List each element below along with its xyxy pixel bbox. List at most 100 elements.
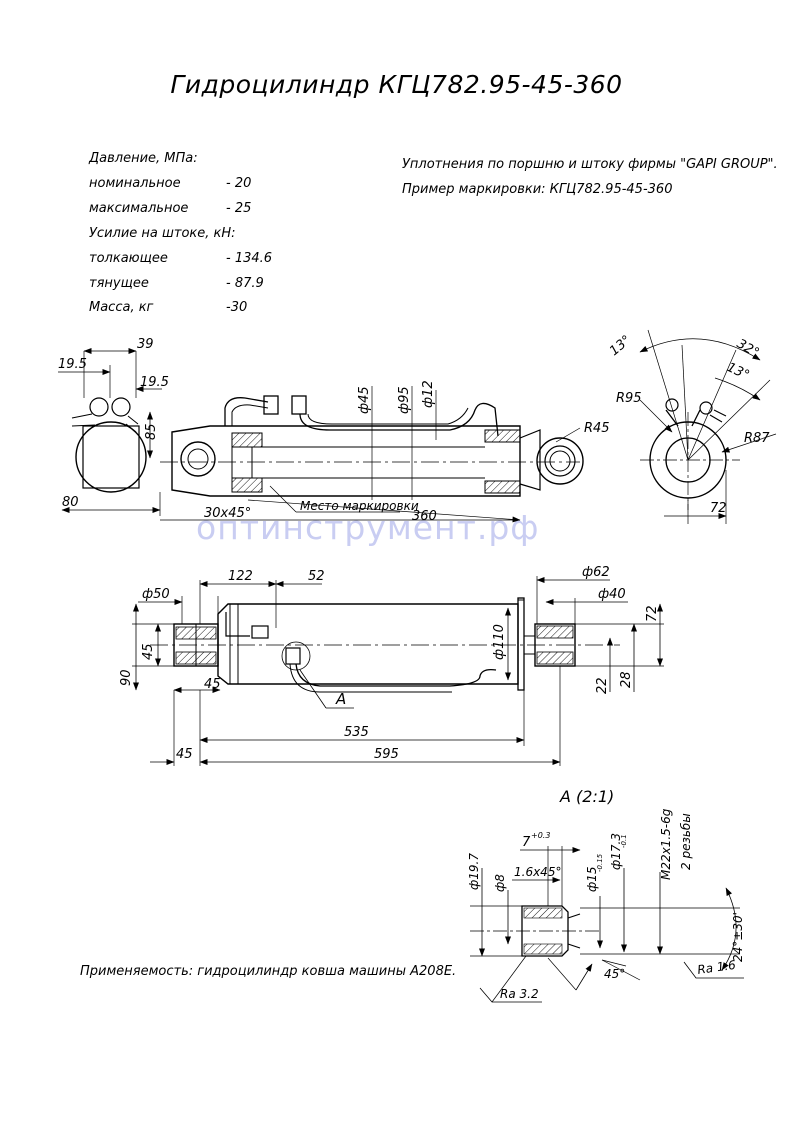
dim-80: 80 xyxy=(62,495,79,510)
push-label: толкающее xyxy=(89,251,168,266)
dim-7: 7 xyxy=(522,835,531,850)
dim-d15: ф15 xyxy=(585,866,599,892)
callout-a: А xyxy=(335,690,346,708)
dim-28: 28 xyxy=(619,671,634,688)
dim-d45: ф45 xyxy=(357,386,372,414)
dim-19-5-a: 19.5 xyxy=(58,357,87,372)
nominal-label: номинальное xyxy=(89,176,181,191)
dim-85: 85 xyxy=(144,423,159,440)
roughness-3-2: Ra 3.2 xyxy=(500,987,539,1001)
threads-note: 2 резьбы xyxy=(679,813,693,870)
rear-eye-circle xyxy=(180,441,216,477)
marking-place-label: Место маркировки xyxy=(300,499,419,513)
end-view-fittings xyxy=(665,409,701,427)
rod-eye-inner xyxy=(544,445,576,477)
left-end-block xyxy=(82,425,140,489)
tube-main xyxy=(299,402,499,437)
max-label: максимальное xyxy=(89,201,189,216)
mass-label: Масса, кг xyxy=(89,300,154,315)
dim-45-horizontal: 45 xyxy=(204,677,221,692)
dim-45-bottom: 45 xyxy=(176,747,193,762)
dim-d95: ф95 xyxy=(397,386,412,414)
tube-left-inner xyxy=(231,404,269,426)
angle-45: 45° xyxy=(604,967,625,981)
dim-d110: ф110 xyxy=(492,624,507,660)
ra16-symbol xyxy=(683,961,744,979)
tube-left xyxy=(224,397,269,426)
tube-main-inner xyxy=(307,407,469,425)
end-fitting-b xyxy=(699,401,713,415)
angle-13-a: 13° xyxy=(607,333,634,359)
dim-595: 595 xyxy=(374,747,399,762)
mass-value: -30 xyxy=(226,300,248,315)
dim-45-vertical: 45 xyxy=(141,643,156,660)
watermark-text: оптинструмент.рф xyxy=(196,508,540,547)
angle-13-b: 13° xyxy=(724,360,751,383)
dim-7-tolerance: +0.3 xyxy=(531,831,550,840)
drawing-title: Гидроцилиндр КГЦ782.95-45-360 xyxy=(170,70,623,99)
max-value: - 25 xyxy=(226,201,252,216)
gland-hatch-bottom xyxy=(484,480,521,494)
plan-gland-flange xyxy=(517,597,525,691)
dim-d50: ф50 xyxy=(142,587,170,602)
dim-d40: ф40 xyxy=(598,587,626,602)
pull-label: тянущее xyxy=(89,276,149,291)
dim-122: 122 xyxy=(228,569,253,584)
left-fitting-b xyxy=(111,397,131,417)
dim-chamfer: 30x45° xyxy=(204,506,251,521)
left-fitting-a xyxy=(89,397,109,417)
dim-chamfer-1-6: 1.6x45° xyxy=(514,865,561,879)
dim-19-5-b: 19.5 xyxy=(140,375,169,390)
dim-535: 535 xyxy=(344,725,369,740)
angle-24: 24°±30' xyxy=(731,912,745,962)
left-fitting-stems xyxy=(71,413,139,433)
gland-hatch-top xyxy=(484,429,521,443)
marking-example-note: Пример маркировки: КГЦ782.95-45-360 xyxy=(402,182,673,197)
push-value: - 134.6 xyxy=(226,251,273,266)
angle-32: 32° xyxy=(734,336,761,361)
force-heading: Усилие на штоке, кН: xyxy=(89,226,236,241)
dim-r45: R45 xyxy=(584,421,610,436)
dim-22: 22 xyxy=(595,677,610,694)
dim-72-end: 72 xyxy=(710,501,727,516)
applicability-note: Применяемость: гидроцилиндр ковша машины… xyxy=(80,964,457,979)
plan-barrel xyxy=(217,603,519,685)
thread-spec: M22x1.5-6g xyxy=(659,808,673,880)
tube-fitting-a xyxy=(263,395,279,415)
piston-hatch-bottom xyxy=(231,477,263,493)
dim-d17-3-tolerance: -0.1 xyxy=(620,834,628,848)
roughness-1-6: Ra 1.6 xyxy=(696,958,737,977)
dim-52: 52 xyxy=(308,569,325,584)
dim-d17-3: ф17.3 xyxy=(609,833,623,870)
dim-r87: R87 xyxy=(744,431,770,446)
seals-note: Уплотнения по поршню и штоку фирмы "GAPI… xyxy=(402,157,778,172)
dim-d19-7: ф19.7 xyxy=(467,853,481,890)
dim-72-plan: 72 xyxy=(645,605,660,622)
pull-value: - 87.9 xyxy=(226,276,264,291)
pressure-heading: Давление, МПа: xyxy=(89,151,198,166)
end-view-group xyxy=(639,329,777,524)
piston-hatch-top xyxy=(231,432,263,448)
detail-a-label: А (2:1) xyxy=(559,787,614,806)
rod-neck xyxy=(519,429,541,491)
plan-view-group xyxy=(132,576,664,766)
dim-d62: ф62 xyxy=(582,565,610,580)
piston-core xyxy=(231,446,253,479)
dim-360: 360 xyxy=(412,509,437,524)
dim-d8: ф8 xyxy=(493,874,507,892)
side-view-group xyxy=(58,348,584,523)
left-end-circle xyxy=(75,421,147,493)
tube-fitting-b xyxy=(291,395,307,415)
rod-eye-bore xyxy=(549,450,571,472)
rear-eye-bore xyxy=(187,448,209,470)
dim-r95: R95 xyxy=(616,391,642,406)
detail-a-group xyxy=(470,846,744,1003)
dim-d15-tolerance: -0.15 xyxy=(596,853,604,872)
nominal-value: - 20 xyxy=(226,176,252,191)
dim-90: 90 xyxy=(119,669,134,686)
cylinder-outline xyxy=(171,425,521,497)
dim-39: 39 xyxy=(137,337,154,352)
rod-eye-outer xyxy=(536,437,584,485)
